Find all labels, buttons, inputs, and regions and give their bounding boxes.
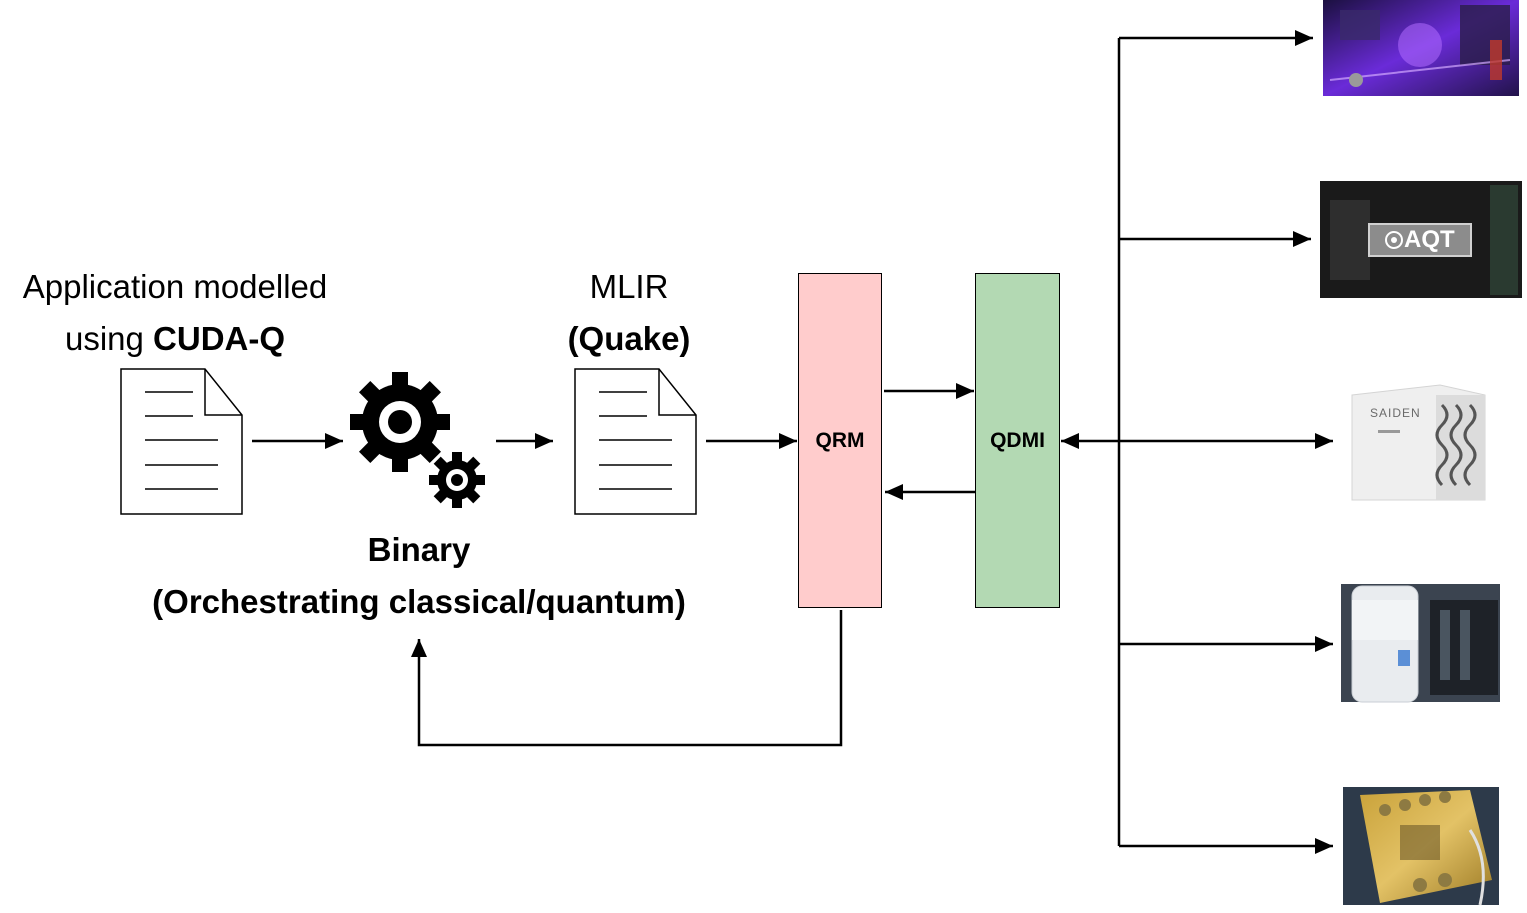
device-photo-aqt bbox=[1320, 181, 1522, 298]
qdmi-label: QDMI bbox=[990, 429, 1045, 452]
device-photo-laser-lab bbox=[1323, 0, 1519, 96]
aqt-device-label: AQT bbox=[1404, 226, 1455, 253]
application-document-icon bbox=[120, 368, 243, 515]
arrow-qrm-feedback-to-binary bbox=[411, 610, 843, 747]
qdmi-box: QDMI bbox=[975, 273, 1060, 608]
binary-label-line1: Binary bbox=[367, 531, 471, 568]
qrm-box: QRM bbox=[798, 273, 882, 608]
binary-label-line2: (Orchestrating classical/quantum) bbox=[152, 583, 686, 620]
application-label-line1: Application modelled bbox=[22, 268, 328, 305]
application-label-prefix: using bbox=[64, 320, 154, 357]
cuda-q-label: CUDA-Q bbox=[153, 320, 286, 357]
mlir-document-icon bbox=[574, 368, 697, 515]
saiden-device-label: SAIDEN bbox=[1370, 406, 1421, 420]
mlir-label-line1: MLIR bbox=[589, 268, 669, 305]
device-photo-saiden bbox=[1351, 384, 1486, 501]
gears-icon bbox=[350, 372, 485, 508]
application-label-line2: using CUDA-Q bbox=[0, 320, 350, 358]
device-photo-iqm-cryostat bbox=[1341, 584, 1500, 703]
quake-label: (Quake) bbox=[567, 320, 691, 357]
qrm-label: QRM bbox=[815, 429, 865, 452]
device-photo-qpu-chip bbox=[1343, 787, 1499, 906]
